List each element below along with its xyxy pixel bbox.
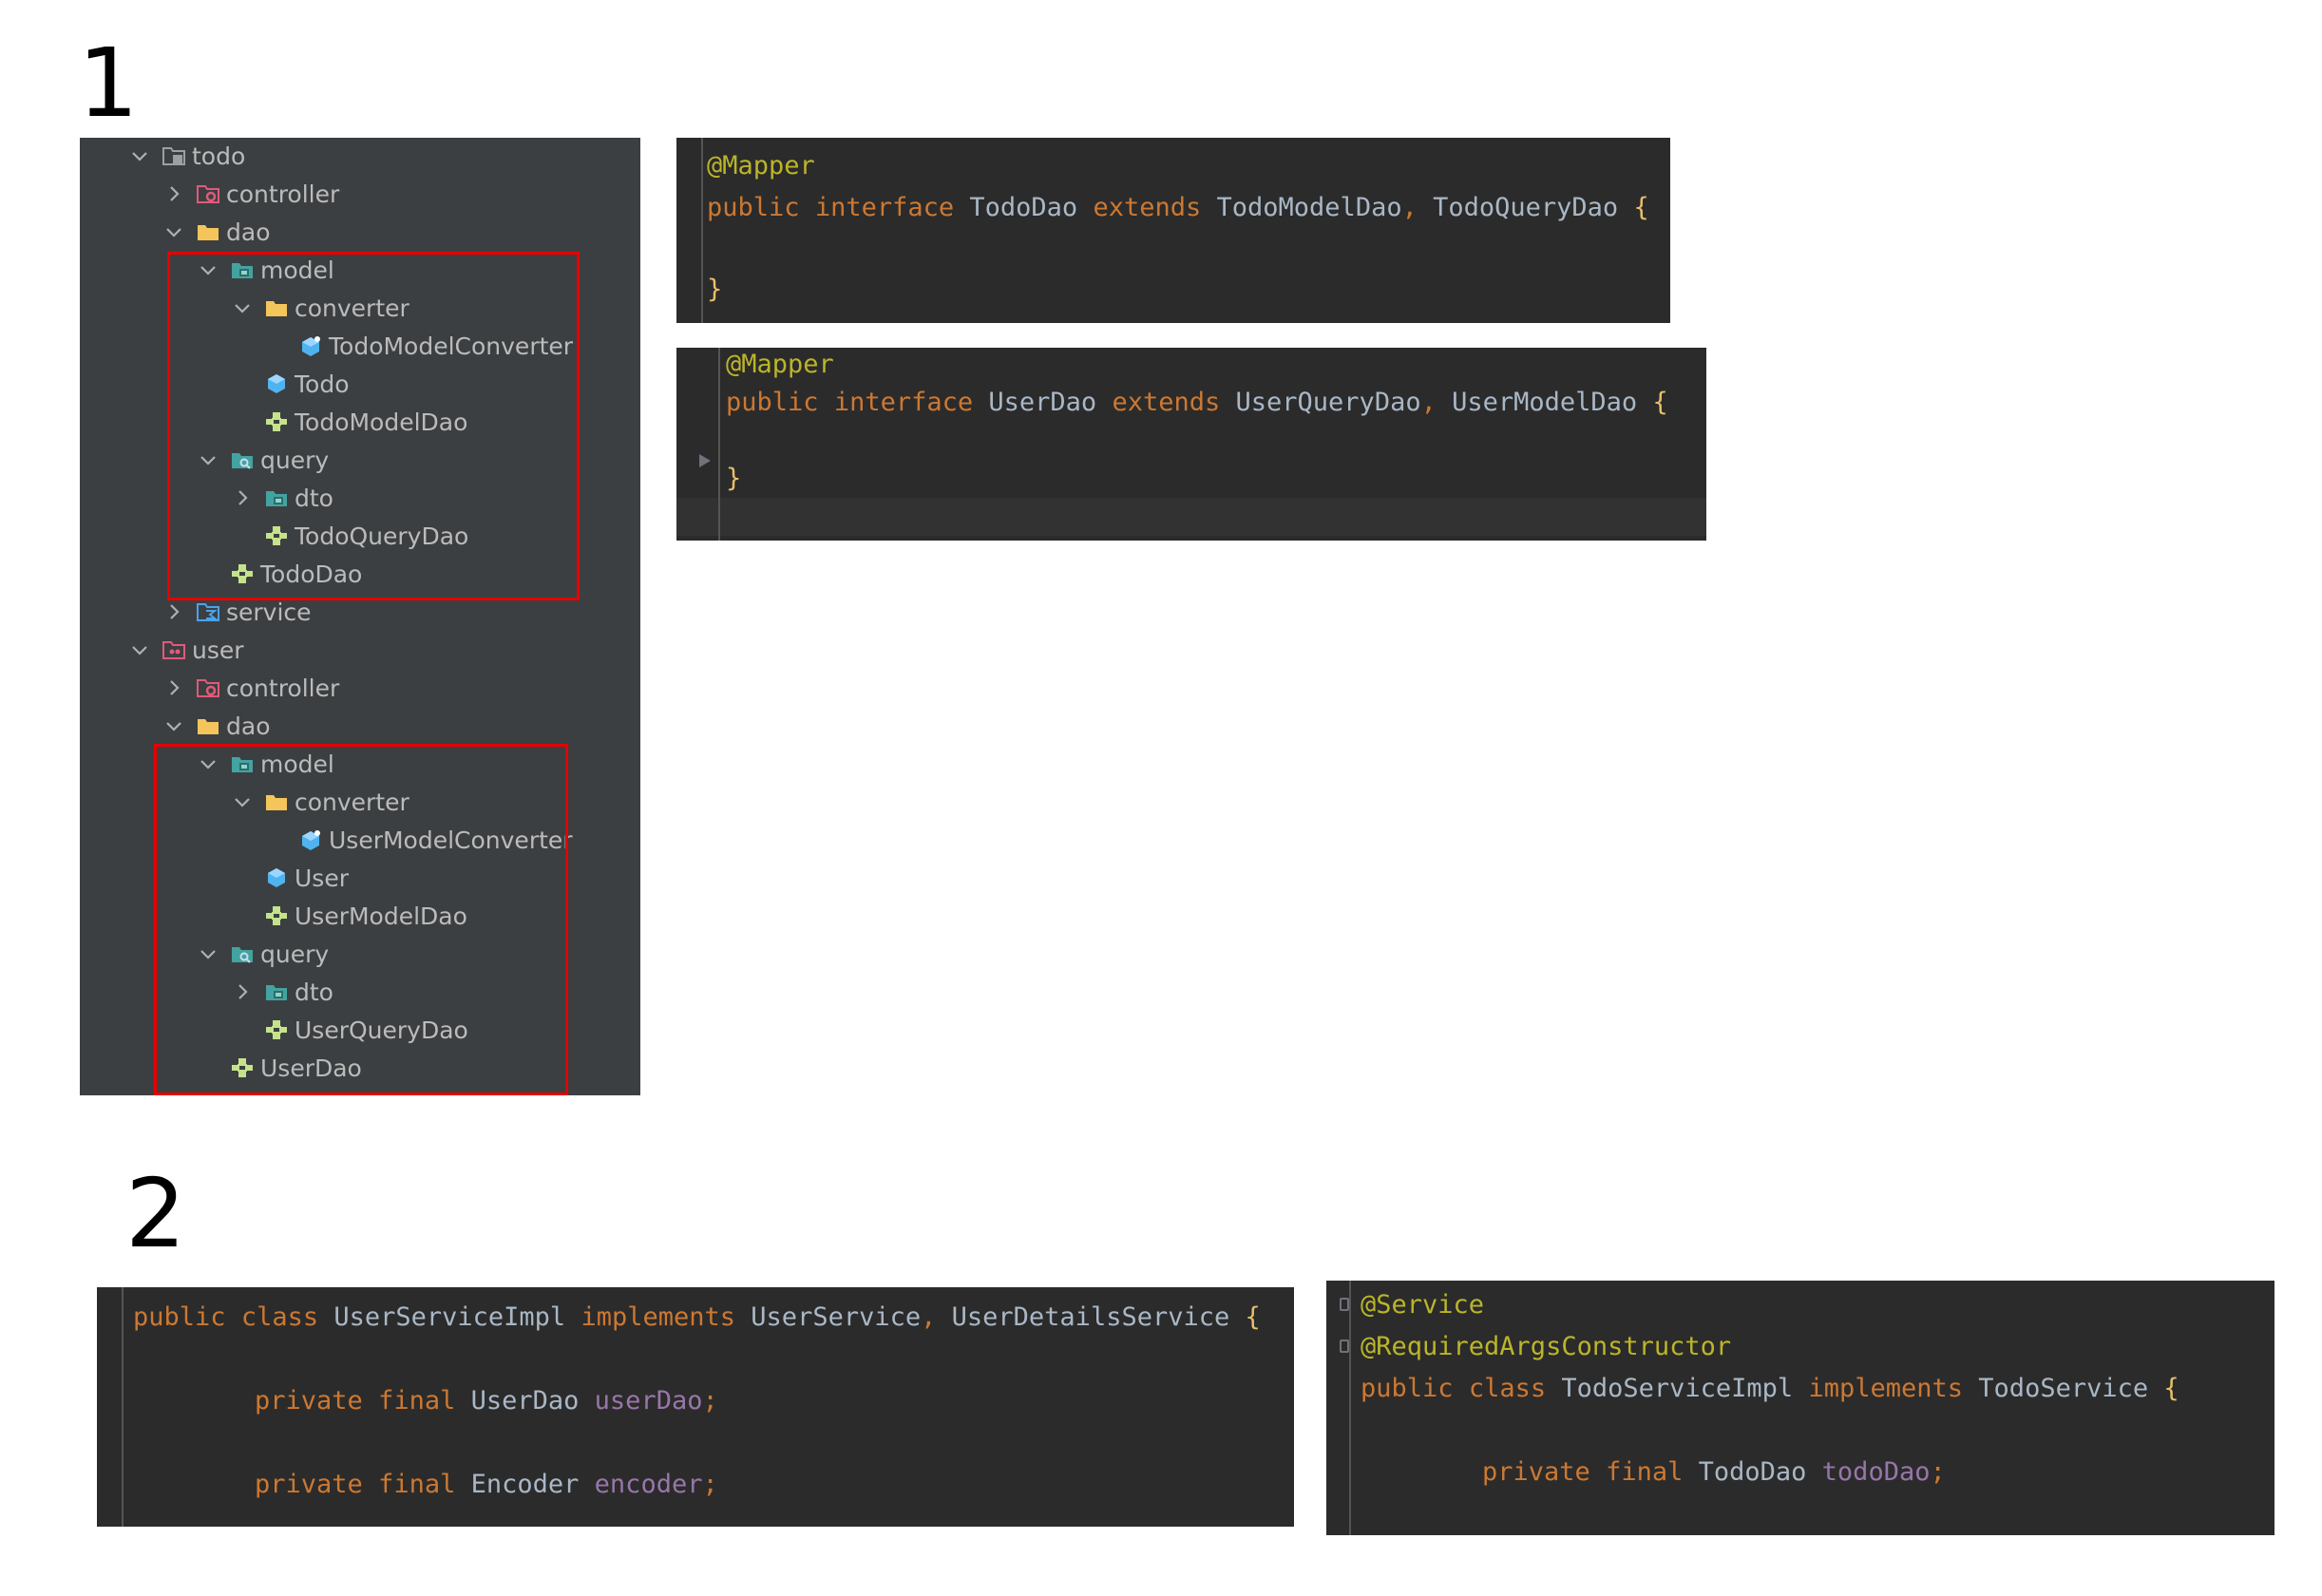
code-line: @RequiredArgsConstructor bbox=[1361, 1332, 1732, 1361]
tree-item-user-converter[interactable]: converter bbox=[232, 784, 409, 820]
code-panel-user-dao: @Mapper public interface UserDao extends… bbox=[676, 348, 1706, 541]
tree-item-label: converter bbox=[295, 788, 409, 816]
chevron-down-icon[interactable] bbox=[163, 715, 184, 736]
tree-item-label: user bbox=[192, 636, 244, 664]
section-number-1: 1 bbox=[78, 28, 139, 139]
tree-item-label: TodoModelConverter bbox=[329, 332, 574, 360]
tree-item-todo-service[interactable]: service bbox=[163, 594, 312, 630]
code-line: public interface TodoDao extends TodoMod… bbox=[707, 193, 1649, 222]
code-line: @Service bbox=[1361, 1290, 1485, 1320]
tree-item-todo-model-converter[interactable]: TodoModelConverter bbox=[266, 328, 573, 364]
code-line: private final TodoDao todoDao; bbox=[1482, 1457, 1946, 1487]
code-line: @Mapper bbox=[726, 350, 834, 379]
code-line: @Mapper bbox=[707, 151, 815, 180]
tree-item-todo-entity[interactable]: Todo bbox=[232, 366, 349, 402]
tree-item-label: TodoDao bbox=[260, 560, 363, 588]
fold-marker-icon[interactable] bbox=[1340, 1298, 1349, 1311]
tree-item-label: model bbox=[260, 256, 334, 284]
tree-item-label: controller bbox=[226, 674, 340, 702]
tree-item-user-controller[interactable]: controller bbox=[163, 670, 339, 706]
tree-item-label: service bbox=[226, 598, 312, 626]
tree-item-todo-model[interactable]: model bbox=[198, 252, 334, 288]
folder-icon bbox=[196, 220, 220, 243]
tree-item-user-dao[interactable]: dao bbox=[163, 708, 270, 744]
chevron-down-icon[interactable] bbox=[163, 221, 184, 242]
tree-item-label: TodoQueryDao bbox=[295, 522, 469, 550]
tree-item-user[interactable]: user bbox=[129, 632, 244, 668]
tree-item-label: dao bbox=[226, 712, 271, 740]
tree-item-todo-controller[interactable]: controller bbox=[163, 176, 339, 212]
highlight-box-user-dao bbox=[154, 744, 568, 1095]
tree-item-user-dto[interactable]: dto bbox=[232, 974, 333, 1010]
chevron-right-icon[interactable] bbox=[163, 677, 184, 698]
highlight-box-todo-dao bbox=[167, 252, 580, 600]
controller-folder-icon bbox=[196, 676, 220, 699]
tree-item-label: dto bbox=[295, 978, 333, 1006]
service-folder-icon bbox=[196, 600, 220, 623]
chevron-down-icon[interactable] bbox=[129, 639, 150, 660]
caret-line-highlight bbox=[676, 498, 1706, 536]
code-panel-user-service-impl: public class UserServiceImpl implements … bbox=[97, 1287, 1294, 1527]
tree-item-label: query bbox=[260, 446, 330, 474]
section-number-2: 2 bbox=[125, 1158, 186, 1269]
code-line: public class TodoServiceImpl implements … bbox=[1361, 1374, 2179, 1403]
tree-item-todo-query[interactable]: query bbox=[198, 442, 329, 478]
tree-item-label: UserQueryDao bbox=[295, 1016, 468, 1044]
editor-gutter bbox=[718, 348, 720, 541]
editor-gutter bbox=[122, 1287, 124, 1527]
code-line: } bbox=[707, 275, 723, 304]
tree-item-label: UserDao bbox=[260, 1054, 362, 1082]
fold-marker-icon[interactable] bbox=[699, 454, 711, 467]
tree-item-label: Todo bbox=[295, 370, 350, 398]
editor-gutter bbox=[1349, 1281, 1351, 1535]
tree-item-label: TodoModelDao bbox=[295, 408, 468, 436]
module-folder-icon bbox=[162, 144, 186, 167]
tree-item-label: dto bbox=[295, 484, 333, 512]
chevron-right-icon[interactable] bbox=[163, 601, 184, 622]
code-line: private final Encoder encoder; bbox=[255, 1470, 718, 1499]
tree-item-user-dao-iface[interactable]: UserDao bbox=[198, 1050, 362, 1086]
user-folder-icon bbox=[162, 638, 186, 661]
code-panel-todo-dao: @Mapper public interface TodoDao extends… bbox=[676, 138, 1670, 323]
folder-icon bbox=[196, 714, 220, 737]
tree-item-todo-converter[interactable]: converter bbox=[232, 290, 409, 326]
code-line: public class UserServiceImpl implements … bbox=[133, 1302, 1261, 1332]
tree-item-user-query[interactable]: query bbox=[198, 936, 329, 972]
tree-item-todo[interactable]: todo bbox=[129, 138, 245, 174]
tree-item-label: query bbox=[260, 940, 330, 968]
code-line: private final UserDao userDao; bbox=[255, 1386, 718, 1416]
tree-item-label: controller bbox=[226, 180, 340, 208]
tree-item-user-model-dao[interactable]: UserModelDao bbox=[232, 898, 467, 934]
code-line: public interface UserDao extends UserQue… bbox=[726, 388, 1668, 417]
chevron-down-icon[interactable] bbox=[129, 145, 150, 166]
tree-item-label: UserModelConverter bbox=[329, 826, 573, 854]
tree-item-label: UserModelDao bbox=[295, 902, 467, 930]
tree-item-label: User bbox=[295, 864, 349, 892]
project-tree: todo controller dao model converter Todo… bbox=[80, 138, 640, 1095]
tree-item-label: converter bbox=[295, 294, 409, 322]
tree-item-user-entity[interactable]: User bbox=[232, 860, 349, 896]
tree-item-user-model-converter[interactable]: UserModelConverter bbox=[266, 822, 573, 858]
tree-item-todo-dao-iface[interactable]: TodoDao bbox=[198, 556, 362, 592]
tree-item-user-query-dao[interactable]: UserQueryDao bbox=[232, 1012, 468, 1048]
tree-item-todo-model-dao[interactable]: TodoModelDao bbox=[232, 404, 467, 440]
code-panel-todo-service-impl: @Service @RequiredArgsConstructor public… bbox=[1326, 1281, 2274, 1535]
editor-gutter bbox=[701, 138, 703, 323]
tree-item-label: dao bbox=[226, 218, 271, 246]
chevron-right-icon[interactable] bbox=[163, 183, 184, 204]
fold-marker-icon[interactable] bbox=[1340, 1340, 1349, 1353]
controller-folder-icon bbox=[196, 182, 220, 205]
tree-item-label: model bbox=[260, 750, 334, 778]
code-line: } bbox=[726, 464, 742, 493]
tree-item-label: todo bbox=[192, 142, 246, 170]
tree-item-todo-query-dao[interactable]: TodoQueryDao bbox=[232, 518, 468, 554]
tree-item-todo-dto[interactable]: dto bbox=[232, 480, 333, 516]
tree-item-todo-dao[interactable]: dao bbox=[163, 214, 270, 250]
tree-item-user-model[interactable]: model bbox=[198, 746, 334, 782]
